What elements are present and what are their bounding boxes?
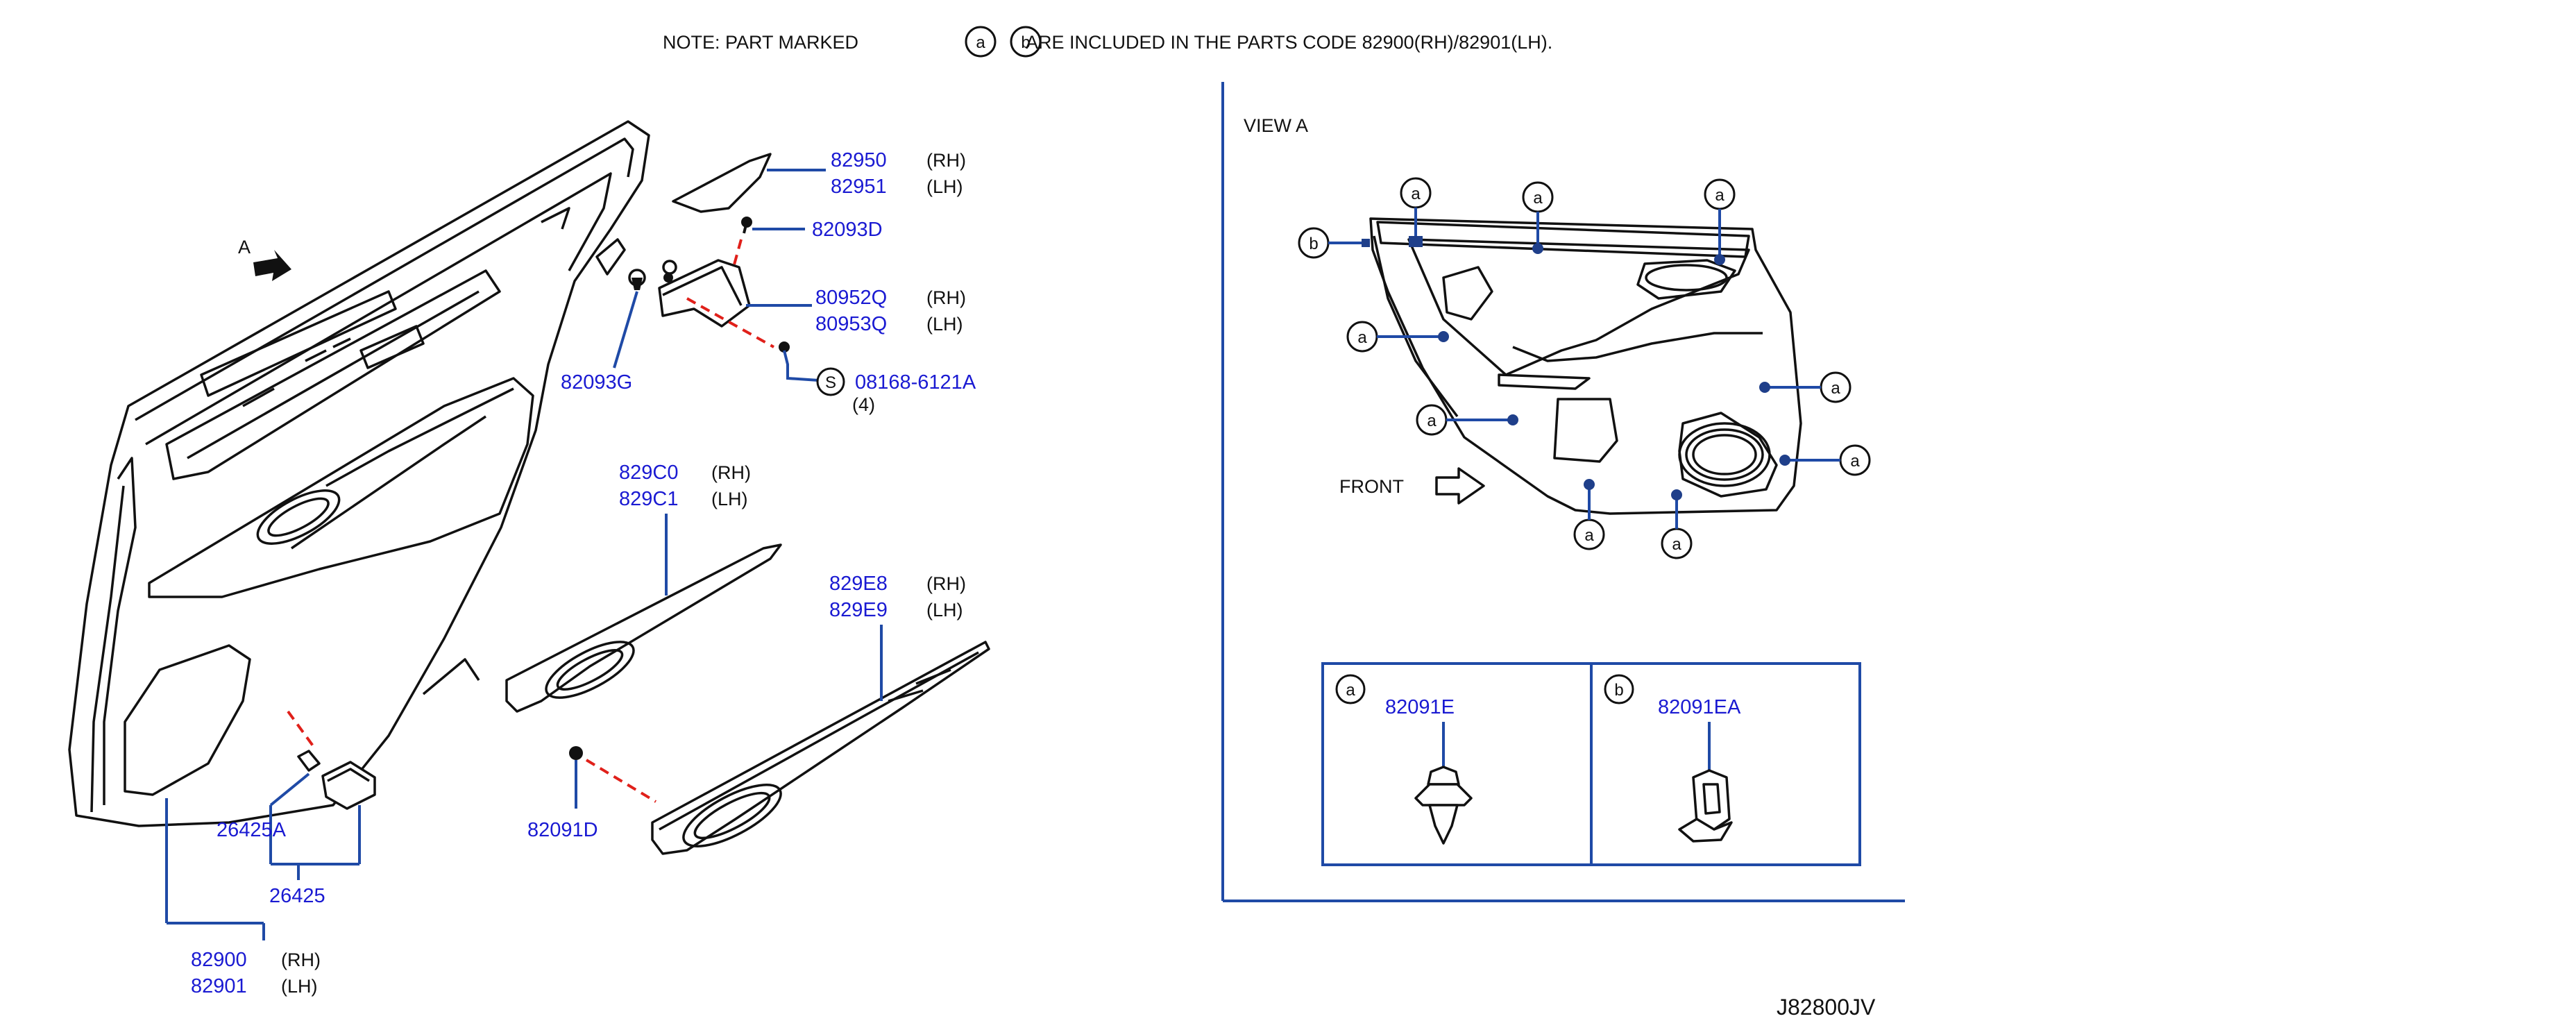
label-82901-lh: (LH) [281,976,318,997]
legend-a-part: 82091E [1385,696,1455,718]
label-829E9-lh: (LH) [926,600,963,620]
note-suffix: ARE INCLUDED IN THE PARTS CODE 82900(RH)… [1026,32,1552,53]
callout-a-top1: a [1411,185,1421,203]
label-26425: 26425 [269,885,325,907]
legend-b-mark: b [1614,681,1623,700]
note-mark-a-circle [965,26,997,58]
label-82900: 82900 [191,949,247,971]
note-header: NOTE: PART MARKED a b ARE INCLUDED IN TH… [663,26,1552,58]
label-829E8-rh: (RH) [926,573,966,594]
s-mark: S [825,373,836,392]
label-80952Q: 80952Q [815,287,887,309]
screw-82093D: 82093D [727,217,883,285]
label-80953Q: 80953Q [815,313,887,335]
legend-a-mark: a [1346,681,1355,700]
front-label: FRONT [1339,476,1404,497]
callout-b-left: b [1309,235,1318,253]
callout-a-bottom2: a [1672,535,1681,554]
clip-82091E-icon [1427,766,1460,786]
label-82901: 82901 [191,975,247,997]
note-prefix: NOTE: PART MARKED [663,32,858,53]
finisher-829C0: 829C0 (RH) 829C1 (LH) [505,462,782,713]
label-08168-6121A: 08168-6121A [855,371,976,394]
label-08168-qty: (4) [852,394,875,415]
front-indicator: FRONT [1339,467,1485,505]
label-829E9: 829E9 [829,599,888,621]
label-829E8: 829E8 [829,573,888,595]
legend-cell-b: b 82091EA [1604,674,1741,843]
note-mark-b: b [1021,33,1030,52]
callout-a-top3: a [1715,186,1725,205]
legend-b-part: 82091EA [1658,696,1741,718]
label-829C1: 829C1 [619,488,678,510]
clip-legend: a 82091E b 82091EA [1321,662,1861,866]
label-82951: 82951 [831,176,887,198]
label-82950-rh: (RH) [926,150,966,171]
callout-a-top2: a [1533,189,1543,208]
view-a-panel-back [1369,217,1802,515]
label-82093D: 82093D [812,219,883,241]
view-a-arrow: A [238,237,291,281]
legend-cell-a: a 82091E [1335,674,1473,845]
callout-a-right2: a [1850,452,1860,471]
view-arrow-icon [253,250,291,281]
view-arrow-label: A [238,237,251,258]
view-a-title: VIEW A [1244,115,1308,136]
armrest-829E8: 829E8 (RH) 829E9 (LH) [651,573,990,855]
label-829C1-lh: (LH) [711,489,748,509]
note-mark-b-circle [1010,26,1042,58]
label-82091D: 82091D [527,819,598,841]
diagram-code: J82800JV [1777,995,1876,1020]
label-82900-rh: (RH) [281,949,321,970]
callout-a-bottom1: a [1584,526,1594,545]
front-arrow-icon [1435,467,1485,505]
label-82093G: 82093G [561,371,632,394]
callout-a-right1: a [1831,379,1840,398]
screw-08168: S 08168-6121A (4) [779,341,976,415]
door-trim-panel [68,120,650,827]
note-mark-a: a [976,33,985,52]
clip-82093G: 82093G [561,269,646,394]
label-80953Q-lh: (LH) [926,314,963,335]
screw-82091D: 82091D [527,746,657,841]
label-829C0: 829C0 [619,462,678,484]
label-82950: 82950 [831,149,887,171]
upper-finisher-82950: 82950 (RH) 82951 (LH) [672,149,966,213]
label-group-82900: 82900 (RH) 82901 (LH) [165,798,321,997]
bracket-80952Q: 80952Q (RH) 80953Q (LH) [658,259,966,348]
label-26425A: 26425A [217,819,287,841]
callout-a-left1: a [1357,328,1367,347]
label-80952Q-rh: (RH) [926,287,966,308]
s-mark-circle [816,367,845,396]
label-829C0-rh: (RH) [711,462,751,483]
view-a-callouts: b a a a a a a a [1298,177,1871,559]
callout-a-left2: a [1427,412,1437,430]
label-82951-lh: (LH) [926,176,963,197]
switch-26425: 26425A 26425 [217,710,376,907]
view-a-frame: VIEW A [1221,82,1905,902]
